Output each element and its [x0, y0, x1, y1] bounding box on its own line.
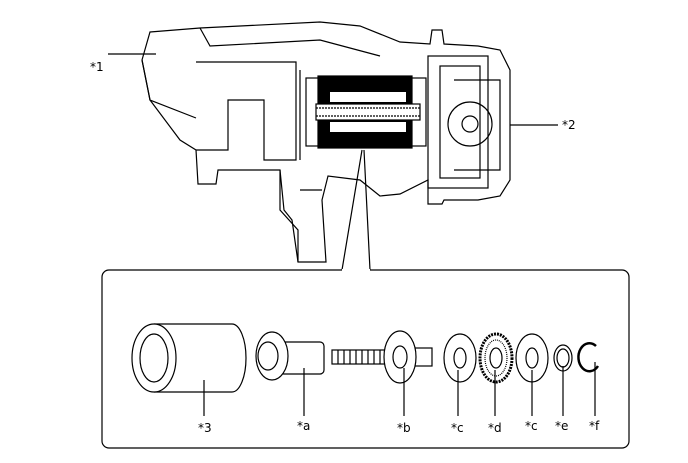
nut — [255, 331, 325, 381]
callout-2: *2 — [562, 118, 576, 132]
washer-1 — [443, 333, 477, 383]
bearing — [478, 332, 514, 384]
callout-b: *b — [397, 421, 411, 435]
leader-lines — [108, 53, 558, 271]
detail-parts — [131, 323, 600, 393]
piston — [131, 323, 247, 393]
snap-ring — [577, 341, 600, 373]
callout-1: *1 — [90, 60, 104, 74]
callout-3: *3 — [198, 421, 212, 435]
brake-caliper-assembly — [141, 21, 511, 263]
callout-a: *a — [297, 419, 311, 433]
spindle — [331, 330, 433, 384]
callout-e: *e — [555, 419, 569, 433]
washer-2 — [515, 333, 549, 383]
part-leaders — [203, 362, 596, 416]
callout-d: *d — [488, 421, 502, 435]
callout-f: *f — [589, 419, 600, 433]
callout-c-1: *c — [451, 421, 464, 435]
callout-c-2: *c — [525, 419, 538, 433]
